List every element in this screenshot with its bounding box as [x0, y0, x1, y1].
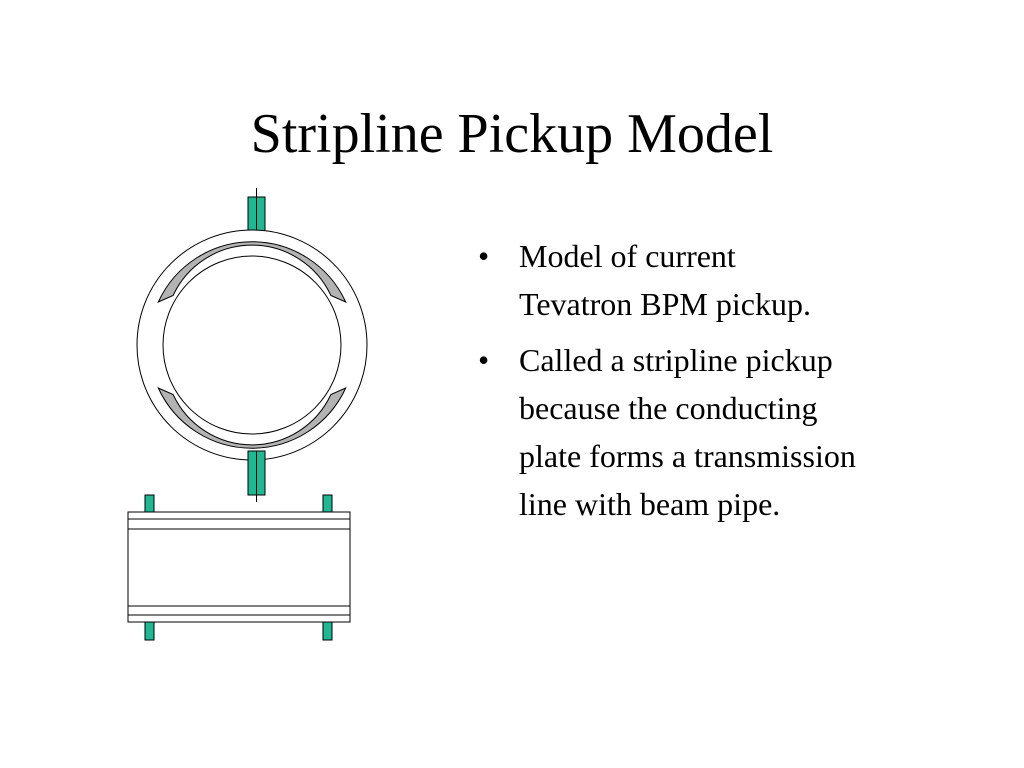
- slide-title: Stripline Pickup Model: [250, 103, 774, 165]
- bottom-stripline-plate: [157, 387, 347, 449]
- bullet-text-line: line with beam pipe.: [519, 486, 781, 522]
- bottom-connector: [247, 450, 266, 502]
- bullet-item: • Called a stripline pickup because the …: [478, 336, 958, 528]
- bullet-marker: •: [478, 342, 490, 378]
- top-connector: [247, 188, 266, 240]
- bullet-text-line: Model of current: [519, 238, 736, 274]
- side-body: [127, 511, 351, 623]
- bullet-marker: •: [478, 238, 490, 274]
- bullet-text-line: Tevatron BPM pickup.: [519, 286, 811, 322]
- bullet-text-line: because the conducting: [519, 390, 818, 426]
- top-stripline-plate: [157, 241, 347, 303]
- side-view: [127, 494, 351, 641]
- inner-aperture-circle: [162, 255, 342, 435]
- bullet-item: • Model of current Tevatron BPM pickup.: [478, 232, 958, 328]
- bullet-text-line: Called a stripline pickup: [519, 342, 833, 378]
- bullet-list: • Model of current Tevatron BPM pickup. …: [478, 232, 958, 536]
- bullet-text-line: plate forms a transmission: [519, 438, 856, 474]
